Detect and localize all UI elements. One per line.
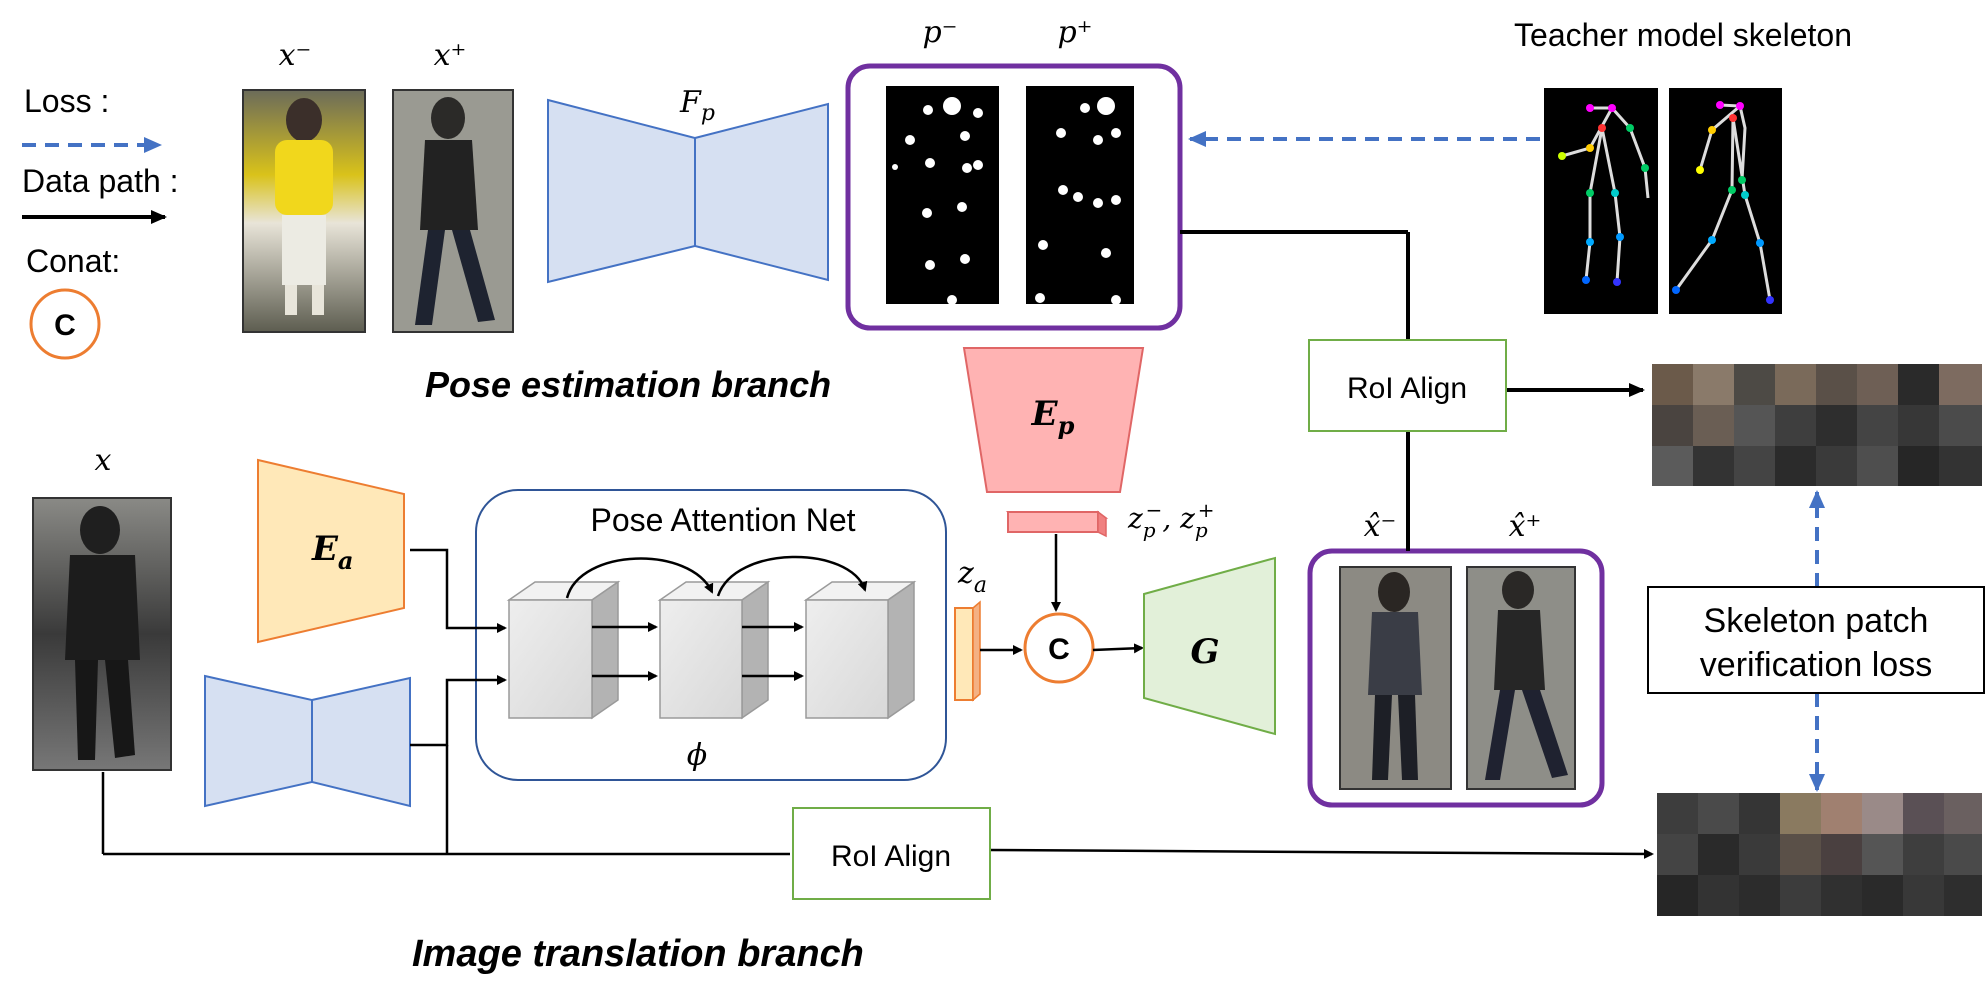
verification-loss-line1: Skeleton patch — [1704, 602, 1929, 640]
legend: Loss : Data path : Conat: C — [22, 83, 179, 360]
x-plus-label: x⁺ — [434, 38, 467, 73]
roi-top-connectors — [1180, 230, 1645, 551]
zp-latent-bar — [1005, 510, 1109, 538]
teacher-skeleton-title: Teacher model skeleton — [1514, 17, 1852, 53]
g-decoder — [1143, 556, 1276, 736]
attention-block-2 — [657, 580, 771, 720]
phi-label: ϕ — [687, 738, 707, 773]
skeleton-patches-bottom — [1657, 793, 1982, 916]
za-label: za — [957, 556, 987, 598]
p-plus-label: p⁺ — [1057, 15, 1092, 50]
verification-loss-box — [1647, 586, 1985, 694]
x-input-label: x — [95, 443, 112, 478]
xhat-plus-label: x̂⁺ — [1509, 509, 1542, 544]
input-image-x-minus — [242, 89, 366, 333]
teacher-skeleton-plus — [1669, 88, 1782, 314]
heatmap-p-plus — [1026, 86, 1134, 305]
fp-hourglass-network — [547, 98, 829, 284]
pose-hourglass-small — [204, 674, 411, 808]
pose-branch-label: Pose estimation branch — [425, 364, 831, 405]
pose-attention-net-title: Pose Attention Net — [590, 502, 855, 538]
ep-label: Ep — [1031, 394, 1075, 440]
g-label: G — [1190, 632, 1219, 672]
teacher-skeleton-minus — [1544, 88, 1658, 314]
roi-align-bottom-label: RoI Align — [831, 840, 951, 873]
attention-connections — [565, 555, 868, 681]
generated-image-xhat-minus — [1339, 566, 1452, 790]
concat-legend-symbol — [29, 288, 101, 360]
skeleton-patches-top — [1652, 364, 1982, 486]
bottom-branch-connectors — [101, 548, 1654, 859]
concat-node — [1023, 612, 1095, 684]
roi-align-top — [1308, 339, 1507, 432]
concat-node-letter: C — [1048, 633, 1070, 666]
concat-legend-label: Conat: — [26, 243, 120, 279]
verification-loss-line2: verification loss — [1700, 646, 1932, 684]
attention-block-3 — [803, 580, 917, 720]
zp-label: zp−, zp+ — [1127, 498, 1215, 542]
generated-image-xhat-plus — [1466, 566, 1576, 790]
p-minus-label: p⁻ — [922, 15, 957, 50]
input-image-x-plus — [392, 89, 514, 333]
concat-connectors — [980, 534, 1144, 655]
ep-encoder — [962, 347, 1145, 493]
fp-label: Fp — [679, 85, 715, 126]
roi-align-top-label: RoI Align — [1347, 372, 1467, 405]
ea-label: Ea — [311, 529, 353, 575]
loss-legend-label: Loss : — [24, 83, 109, 119]
input-image-x — [32, 497, 172, 771]
data-path-legend-label: Data path : — [22, 163, 179, 199]
attention-block-1 — [506, 580, 621, 720]
xhat-minus-label: x̂⁻ — [1364, 509, 1397, 544]
roi-align-bottom — [792, 807, 991, 900]
ea-encoder — [257, 458, 405, 644]
heatmap-p-minus — [886, 86, 999, 305]
za-latent-bar — [954, 600, 981, 702]
image-branch-label: Image translation branch — [412, 933, 864, 975]
x-minus-label: x⁻ — [279, 38, 312, 73]
concat-legend-letter: C — [54, 309, 76, 342]
